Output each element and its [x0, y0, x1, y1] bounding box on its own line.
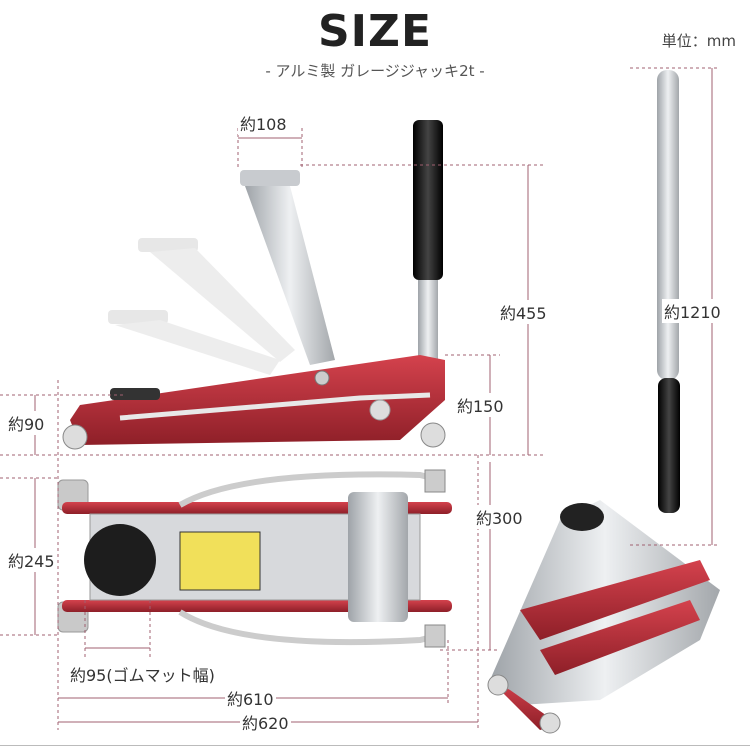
dim-body-length: 約610	[225, 686, 276, 710]
rear-wheel	[420, 422, 446, 448]
top-view-jack	[57, 469, 452, 648]
perspective-jack	[487, 70, 720, 734]
perspective-handle-shaft	[657, 70, 679, 380]
unit-label: 単位：mm	[661, 32, 736, 50]
rubber-pad	[84, 524, 156, 596]
dim-width: 約245	[6, 548, 57, 572]
handle-grip	[413, 120, 443, 280]
saddle-pad	[110, 388, 160, 400]
side-view-jack	[62, 120, 446, 450]
warning-label	[179, 531, 261, 591]
lift-arm	[245, 186, 335, 365]
page-subtitle: - アルミ製 ガレージジャッキ2t -	[265, 62, 485, 80]
page-title: SIZE	[317, 6, 433, 57]
dim-handle-length: 約1210	[662, 299, 723, 323]
dim-top-width: 約108	[238, 111, 289, 135]
dim-max-height: 約455	[498, 300, 549, 324]
saddle-top	[240, 170, 300, 186]
footer-divider	[0, 745, 750, 746]
lift-arm-ghost	[108, 238, 295, 375]
frame-body	[70, 355, 445, 445]
front-wheel	[62, 424, 88, 450]
dim-saddle-height: 約150	[455, 393, 506, 417]
dim-min-height: 約90	[6, 411, 47, 435]
dim-depth: 約300	[474, 505, 525, 529]
perspective-handle-grip	[658, 378, 680, 513]
dim-total-length: 約620	[240, 710, 291, 734]
handle-shaft	[418, 280, 438, 360]
dim-pad-width: 約95(ゴムマット幅)	[68, 662, 217, 686]
